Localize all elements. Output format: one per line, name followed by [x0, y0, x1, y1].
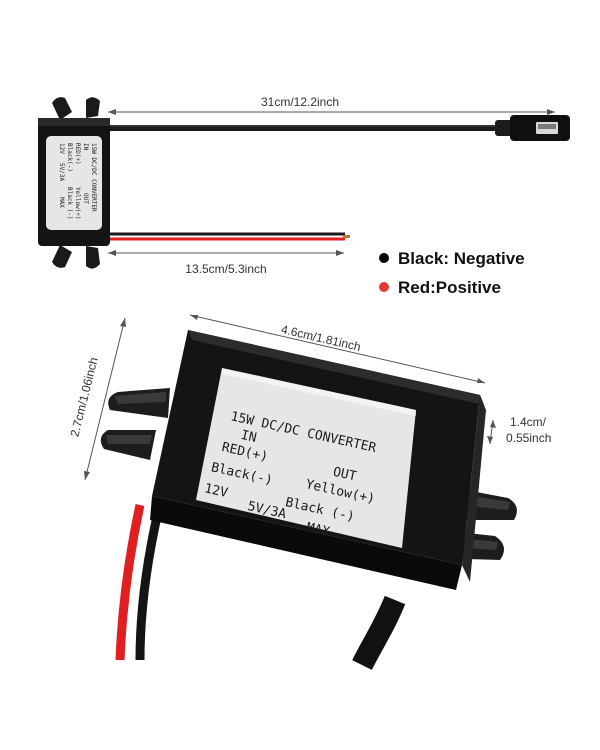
- small-label-output-rating: 5V/3A: [58, 163, 65, 181]
- top-view: 31cm/12.2inch 13.5cm/5.3inch: [38, 95, 570, 297]
- height-dimension: 1.4cm/ 0.55inch: [487, 415, 551, 445]
- small-label-max: MAX: [58, 197, 65, 208]
- usb-a-female-connector-icon: [510, 115, 570, 141]
- width-label: 2.7cm/1.06inch: [67, 356, 100, 438]
- height-label-line2: 0.55inch: [506, 431, 551, 445]
- small-label-yellow-plus: Yellow(+): [74, 187, 81, 220]
- wire-legend: Black: Negative Red:Positive: [379, 249, 525, 297]
- legend-red: Red:Positive: [398, 278, 501, 297]
- large-label: 15W DC/DC CONVERTER IN OUT RED(+) Yellow…: [196, 368, 416, 548]
- small-label-black-in: Black(-): [66, 143, 73, 172]
- output-cable: [105, 120, 513, 136]
- height-label-line1: 1.4cm/: [510, 415, 547, 429]
- cable-length-label: 31cm/12.2inch: [261, 95, 339, 109]
- input-wire-length-dimension: 13.5cm/5.3inch: [108, 250, 344, 276]
- small-label-out: OUT: [82, 193, 89, 204]
- small-label-title: 15W DC/DC CONVERTER: [90, 143, 97, 212]
- label-input-voltage: 12V: [203, 481, 229, 501]
- small-label-black-out: Black (-): [66, 187, 73, 220]
- small-label-in: IN: [82, 143, 89, 151]
- small-label-input-voltage: 12V: [58, 143, 65, 154]
- large-view: 15W DC/DC CONVERTER IN OUT RED(+) Yellow…: [67, 314, 551, 670]
- red-dot-icon: [379, 282, 389, 292]
- large-output-cable: [352, 595, 406, 670]
- label-out: OUT: [332, 465, 358, 485]
- legend-black: Black: Negative: [398, 249, 525, 268]
- label-max: MAX: [305, 520, 331, 540]
- label-in: IN: [239, 428, 258, 446]
- small-label-red-plus: RED(+): [74, 143, 81, 165]
- input-wire-length-label: 13.5cm/5.3inch: [185, 262, 266, 276]
- large-input-wires: [115, 504, 163, 661]
- cable-length-dimension: 31cm/12.2inch: [108, 95, 555, 115]
- input-wires: [108, 232, 350, 241]
- converter-small: 15W DC/DC CONVERTER IN OUT RED(+) Yellow…: [38, 97, 110, 269]
- length-label: 4.6cm/1.81inch: [280, 322, 362, 354]
- black-dot-icon: [379, 253, 389, 263]
